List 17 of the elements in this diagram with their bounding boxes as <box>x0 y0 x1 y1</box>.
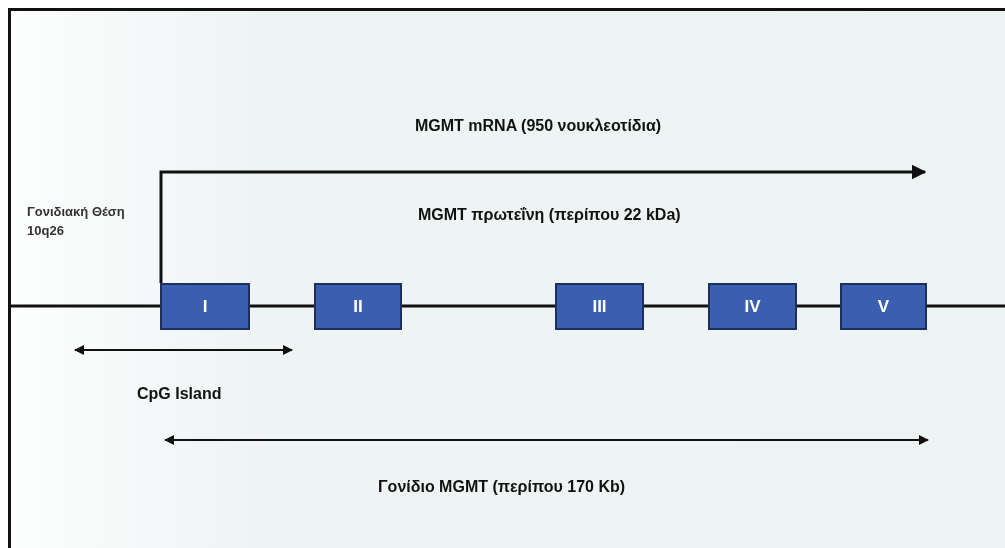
chromosome-line <box>797 304 840 308</box>
chromosome-line <box>927 304 1005 308</box>
exon-box: V <box>840 283 927 330</box>
exon-box: I <box>160 283 250 330</box>
gene-locus-label: Γονιδιακή Θέση 10q26 <box>27 203 126 240</box>
exon-box: III <box>555 283 644 330</box>
chromosome-line <box>10 304 160 308</box>
exon-box: II <box>314 283 402 330</box>
chromosome-line <box>402 304 555 308</box>
chromosome-line <box>644 304 708 308</box>
transcript-label: MGMT mRNA (950 νουκλεοτίδια) <box>415 117 662 135</box>
region-label: CpG Island <box>137 385 222 403</box>
gene-label: Γονίδιο MGMT (περίπου 170 Kb) <box>378 478 626 496</box>
protein-label: MGMT πρωτεΐνη (περίπου 22 kDa) <box>418 206 681 224</box>
chromosome-line <box>250 304 314 308</box>
exon-box: IV <box>708 283 797 330</box>
arrow <box>159 164 927 283</box>
